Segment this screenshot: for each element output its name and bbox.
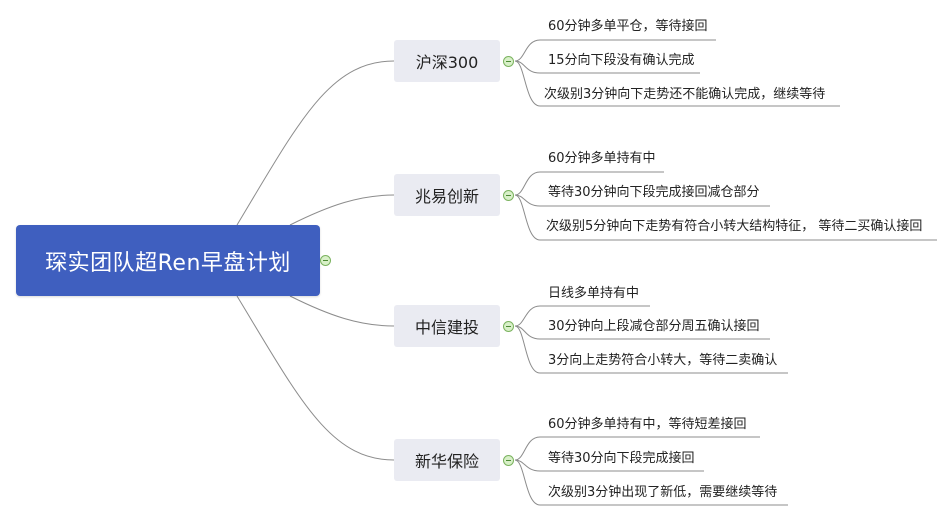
root-topic-label: 琛实团队超Ren早盘计划	[45, 250, 291, 276]
root-topic[interactable]: 琛实团队超Ren早盘计划	[16, 225, 320, 296]
leaf-item: 30分钟向上段减仓部分周五确认接回	[548, 319, 760, 334]
root-branch-3	[289, 295, 395, 327]
topic-2-collapse-icon[interactable]	[503, 190, 514, 201]
leaf-branch-1-1	[514, 39, 716, 62]
root-branch-2	[289, 194, 395, 226]
topic-label: 新华保险	[414, 452, 479, 471]
leaf-branch-2-2	[514, 194, 770, 207]
topic-citic-securities[interactable]: 中信建投	[394, 305, 500, 347]
leaf-item: 60分钟多单持有中	[548, 151, 656, 166]
topic-hushen300[interactable]: 沪深300	[394, 40, 500, 82]
leaf-item: 等待30分向下段完成接回	[548, 451, 695, 466]
leaf-branch-4-2	[514, 459, 704, 472]
root-branch-1	[236, 60, 395, 226]
leaf-branch-2-1	[514, 171, 664, 196]
leaf-branch-2-3	[514, 194, 937, 241]
leaf-item: 60分钟多单持有中，等待短差接回	[548, 417, 747, 432]
topic-label: 兆易创新	[414, 187, 479, 206]
leaf-branch-1-2	[514, 60, 700, 74]
leaf-branch-4-1	[514, 436, 760, 461]
topic-label: 中信建投	[414, 318, 479, 337]
topic-3-collapse-icon[interactable]	[503, 321, 514, 332]
topic-new-china-life[interactable]: 新华保险	[394, 439, 500, 481]
leaf-item: 次级别3分钟向下走势还不能确认完成，继续等待	[544, 87, 826, 102]
leaf-item: 15分向下段没有确认完成	[548, 53, 695, 68]
root-collapse-icon[interactable]	[320, 255, 331, 266]
leaf-branch-3-2	[514, 325, 770, 340]
leaf-item: 日线多单持有中	[548, 286, 640, 301]
leaf-branch-3-1	[514, 305, 650, 327]
topic-4-collapse-icon[interactable]	[503, 455, 514, 466]
leaf-item: 60分钟多单平仓，等待接回	[548, 19, 708, 34]
leaf-branch-4-3	[514, 459, 788, 506]
leaf-item: 3分向上走势符合小转大，等待二卖确认	[548, 353, 778, 368]
leaf-item: 次级别3分钟出现了新低，需要继续等待	[548, 485, 778, 500]
leaf-branch-1-3	[514, 60, 840, 107]
topic-label: 沪深300	[415, 53, 479, 72]
topic-zhaoyi-innovation[interactable]: 兆易创新	[394, 174, 500, 216]
leaf-branch-3-3	[514, 325, 788, 374]
leaf-item: 次级别5分钟向下走势有符合小转大结构特征， 等待二买确认接回	[546, 219, 923, 234]
root-branch-4	[236, 295, 395, 461]
topic-1-collapse-icon[interactable]	[503, 56, 514, 67]
leaf-item: 等待30分钟向下段完成接回减仓部分	[548, 185, 760, 200]
